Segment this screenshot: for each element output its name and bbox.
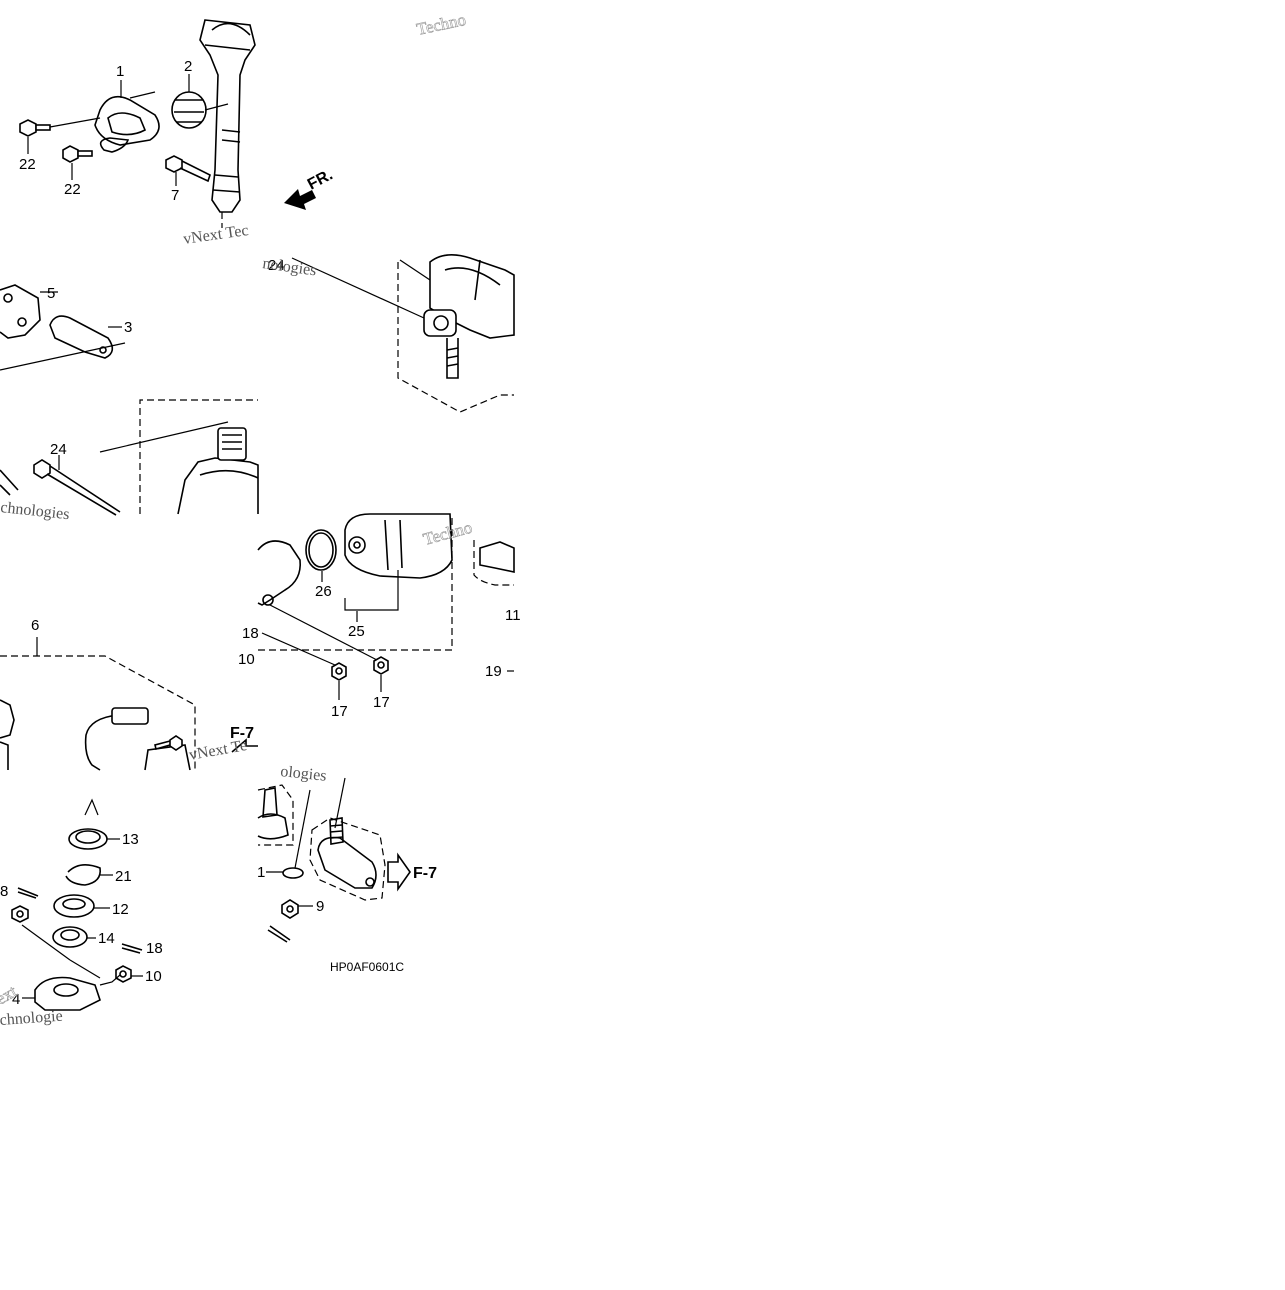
control-unit-part — [0, 699, 15, 739]
diagram-code: HP0AF0601C — [330, 960, 404, 974]
bolt-24 — [33, 459, 121, 516]
holder-3-part — [49, 315, 114, 359]
o-ring-part — [305, 529, 337, 571]
tie-rod-part — [479, 541, 515, 573]
callout-24b: 24 — [50, 441, 67, 458]
steering-shaft-part — [199, 19, 256, 213]
oil-seal-14 — [52, 926, 96, 948]
callout-11: 11 — [505, 607, 521, 624]
gearbox-part — [177, 457, 259, 515]
nut-10-right — [115, 965, 143, 983]
callout-1: 1 — [116, 63, 124, 80]
callout-22a: 22 — [19, 156, 36, 173]
cotter-pin-lower — [267, 925, 291, 943]
tile-tie-rod-partial — [473, 540, 515, 672]
callout-10a: 10 — [238, 651, 255, 668]
callout-14: 14 — [98, 930, 115, 947]
callout-22b: 22 — [64, 181, 81, 198]
callout-18a: 18 — [242, 625, 259, 642]
callout-24a: 24 — [268, 257, 285, 274]
nut-9 — [281, 899, 313, 919]
oil-seal-13 — [68, 828, 120, 850]
ref-arrow-f7-lower-icon — [387, 852, 411, 892]
callout-3: 3 — [124, 319, 132, 336]
tile-eps-motor — [257, 513, 453, 700]
callouts: 1 2 22 22 7 24 5 3 24 26 25 11 18 10 17 … — [0, 58, 521, 1008]
callout-7: 7 — [171, 187, 179, 204]
callout-8: 8 — [0, 883, 8, 900]
callout-2: 2 — [184, 58, 192, 75]
callout-4: 4 — [12, 991, 20, 1008]
front-arrow-icon — [284, 189, 316, 210]
bolt-22a — [19, 119, 51, 137]
callout-17b: 17 — [373, 694, 390, 711]
bolt-small — [154, 735, 183, 751]
tile-front-arrow — [284, 189, 316, 210]
tile-pivot — [291, 254, 515, 413]
callout-17a: 17 — [331, 703, 348, 720]
sensor-harness-part — [84, 714, 119, 771]
shaft-holder-part — [94, 95, 160, 146]
watermark: nologies — [261, 255, 317, 279]
watermark: Techno — [415, 10, 468, 39]
nut-17a — [331, 662, 347, 681]
nut-10-left — [11, 905, 29, 923]
callout-6: 6 — [31, 617, 39, 634]
bolt-7 — [165, 155, 211, 183]
gearbox-flange-part — [257, 540, 302, 606]
front-arrow-label: FR. — [305, 166, 336, 193]
tie-rod-end-part — [317, 836, 377, 889]
circlip-21 — [65, 864, 113, 886]
tile-holders — [0, 284, 126, 371]
holder-5-part — [0, 284, 41, 339]
bolt-22b — [62, 145, 93, 163]
cotter-pin-18 — [121, 943, 143, 954]
callout-1b: 1 — [257, 864, 265, 881]
callout-25: 25 — [348, 623, 365, 640]
knuckle-4 — [22, 976, 101, 1011]
callout-21: 21 — [115, 868, 132, 885]
callout-9: 9 — [316, 898, 324, 915]
eps-motor-part — [344, 513, 453, 579]
cotter-pin-8 — [17, 887, 39, 899]
pivot-housing-part — [429, 254, 515, 339]
watermark: ologies — [280, 763, 328, 785]
ref-arrow-f7-upper: F-7 — [230, 725, 254, 742]
callout-18b: 18 — [146, 940, 163, 957]
tile-gearbox — [0, 399, 259, 516]
callout-12: 12 — [112, 901, 129, 918]
tile-control-unit — [0, 637, 258, 771]
watermark: chnologies — [0, 499, 70, 523]
watermark: vNext Tec — [182, 222, 249, 248]
tile-bearings — [11, 798, 143, 1011]
callout-10b: 10 — [145, 968, 162, 985]
bearing-12 — [53, 894, 110, 918]
callout-26: 26 — [315, 583, 332, 600]
callout-13: 13 — [122, 831, 139, 848]
nut-17b — [373, 656, 389, 675]
tile-tie-rod-end — [257, 777, 411, 943]
watermark: chnologie — [0, 1008, 63, 1029]
callout-19: 19 — [485, 663, 502, 680]
watermark: vNext Te — [188, 737, 249, 764]
callout-5: 5 — [47, 285, 55, 302]
tile-steering-shaft — [19, 19, 256, 228]
washer-1 — [266, 867, 304, 879]
stud-left-part — [262, 787, 278, 818]
watermark: Techno — [421, 518, 474, 549]
ref-arrow-f7-lower: F-7 — [413, 865, 437, 882]
